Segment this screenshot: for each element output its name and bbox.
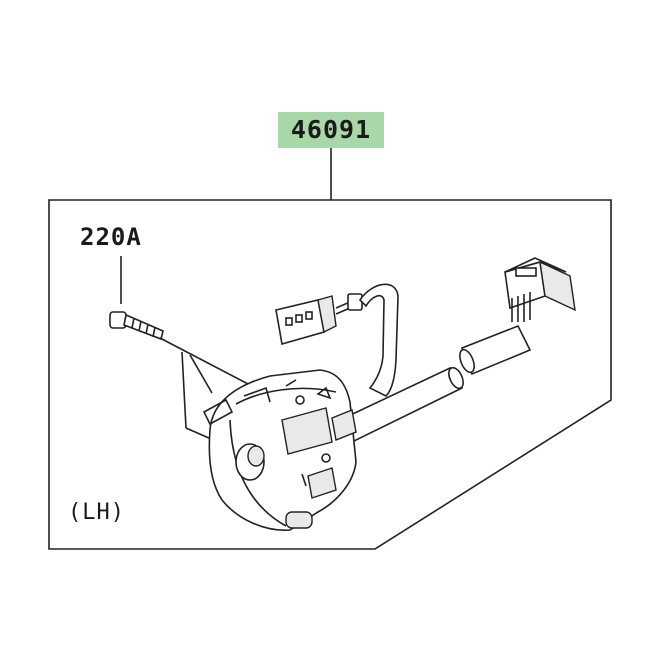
side-label: (LH)	[68, 500, 125, 525]
handlebar-tube	[338, 324, 532, 444]
bolt-part-label: 220A	[80, 223, 142, 251]
small-connector	[275, 293, 363, 346]
large-connector	[504, 257, 576, 322]
part-number-label: 46091	[278, 112, 384, 148]
bolt-220a	[109, 311, 164, 341]
wire-harness	[358, 283, 399, 397]
assembly-frame	[48, 199, 612, 550]
switch-housing	[202, 369, 357, 531]
